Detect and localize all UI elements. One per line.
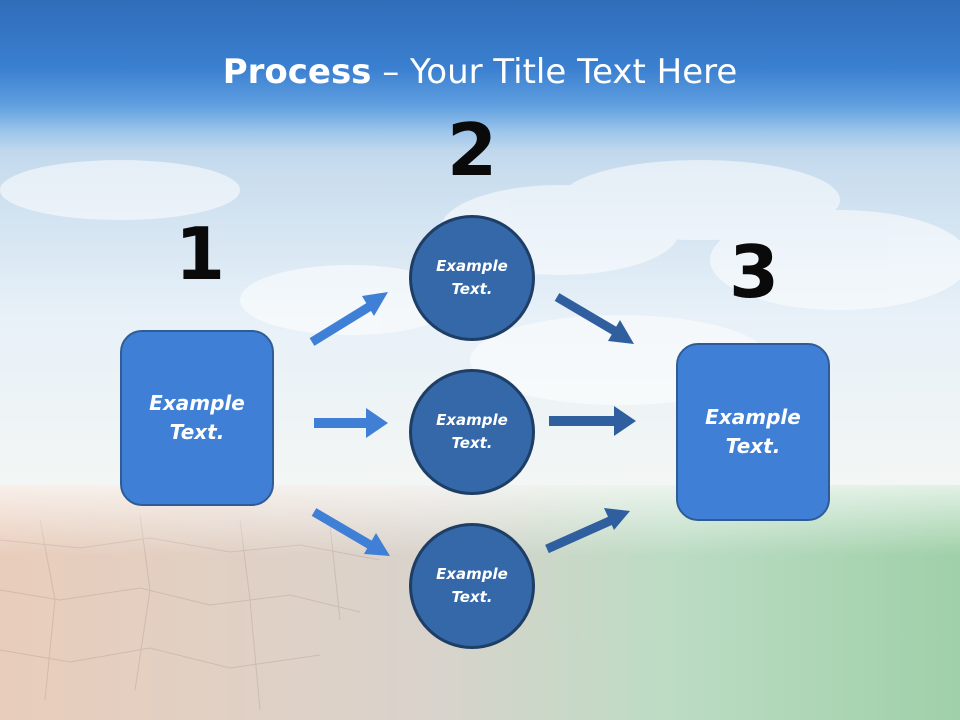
step-3-box[interactable]: Example Text. [676,343,830,521]
slide-title: Process – Your Title Text Here [0,52,960,92]
step-number-2: 2 [446,108,498,192]
title-band [0,0,960,150]
circle-top-label: Example Text. [436,257,508,298]
step-3-box-label: Example Text. [705,405,801,458]
arrow-from-middle-circle [549,406,636,436]
step-2-circle-middle[interactable]: Example Text. [409,369,535,495]
arrow-from-top-circle [554,293,634,344]
arrow-from-bottom-circle [545,508,630,554]
step-2-circle-top[interactable]: Example Text. [409,215,535,341]
circle-middle-label: Example Text. [436,411,508,452]
arrow-to-middle-circle [314,408,388,438]
title-bold: Process [222,52,372,92]
arrow-to-bottom-circle [311,508,390,556]
step-2-circle-bottom[interactable]: Example Text. [409,523,535,649]
step-number-1: 1 [174,212,226,296]
step-1-box-label: Example Text. [149,391,245,444]
step-1-box[interactable]: Example Text. [120,330,274,506]
step-number-3: 3 [728,230,780,314]
circle-bottom-label: Example Text. [436,565,508,606]
title-rest: – Your Title Text Here [371,52,738,92]
arrow-to-top-circle [309,292,388,346]
